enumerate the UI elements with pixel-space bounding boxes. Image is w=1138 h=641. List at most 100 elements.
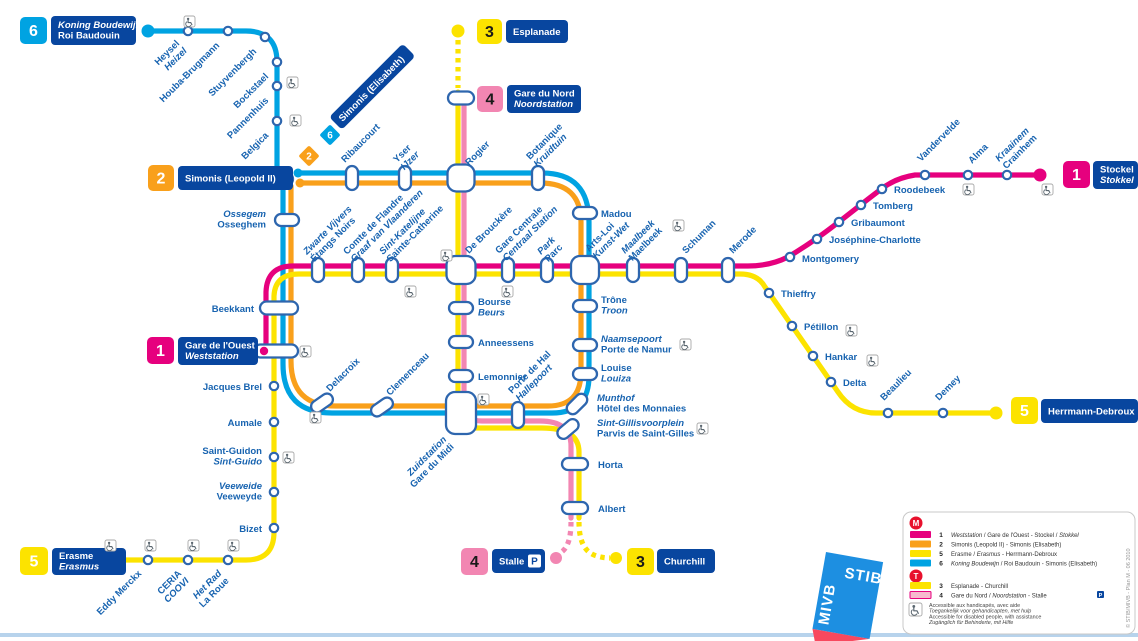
- wheelchair-head: [190, 541, 194, 545]
- legend-line-route: Koning Boudewijn / Roi Baudouin - Simoni…: [951, 562, 1097, 568]
- legend-line-number: 1: [939, 532, 943, 539]
- accessibility-icon: [866, 354, 879, 367]
- legend-line-route: Gare du Nord / Noordstation - Stalle: [951, 594, 1047, 600]
- wheelchair-body: [286, 455, 292, 462]
- wheelchair-wheel: [185, 21, 192, 28]
- legend-swatch-4: [909, 591, 932, 599]
- svg-text:Saint-Guidon: Saint-Guidon: [202, 446, 262, 457]
- line-number-box-gare-de-l-ouest: [147, 337, 174, 364]
- station-label-ribaucourt: Ribaucourt: [339, 121, 383, 165]
- station-montgomery: [784, 251, 796, 263]
- metro-line-tram-3-churchill-dashed: [576, 521, 611, 561]
- legend-swatch-6: [910, 559, 931, 567]
- line-number-simonis-leopold: 2: [157, 171, 166, 188]
- wheelchair-wheel: [284, 457, 291, 464]
- line-number-erasme: 5: [30, 554, 39, 571]
- wheelchair-body: [870, 358, 876, 365]
- svg-text:Delacroix: Delacroix: [324, 356, 363, 395]
- terminus-name-esplanade: Esplanade: [513, 27, 561, 38]
- terminus-name-gare-du-nord: Gare du Nord: [514, 89, 575, 100]
- terminus-name-erasme: Erasmus: [59, 562, 99, 573]
- station-beekkant: [258, 300, 300, 316]
- accessibility-icon: [672, 219, 685, 232]
- svg-text:Hankar: Hankar: [825, 352, 858, 363]
- wheelchair-head: [312, 413, 316, 417]
- wheelchair-wheel: [291, 120, 298, 127]
- wheelchair-head: [699, 424, 703, 428]
- accessibility-icon-frame: [289, 114, 302, 127]
- station-jacques-brel: [268, 380, 280, 392]
- legend-accessibility-icon: [908, 602, 923, 617]
- svg-text:Naamsepoort: Naamsepoort: [601, 334, 663, 345]
- accessibility-icon-frame: [299, 345, 312, 358]
- wheelchair-wheel: [311, 417, 318, 424]
- station-munthof: [565, 392, 589, 416]
- svg-text:Pétillon: Pétillon: [804, 322, 839, 333]
- station-anneessens: [447, 334, 475, 350]
- station-hankar: [807, 350, 819, 362]
- wheelchair-wheel: [698, 428, 705, 435]
- simonis-elisabeth-badge: Simonis (Elisabeth): [330, 45, 414, 129]
- wheelchair-head: [230, 541, 234, 545]
- accessibility-icon-frame: [1041, 183, 1054, 196]
- accessibility-icon: [404, 285, 417, 298]
- wheelchair-wheel: [964, 189, 971, 196]
- wheelchair-wheel: [868, 360, 875, 367]
- svg-text:Joséphine-Charlotte: Joséphine-Charlotte: [829, 235, 921, 246]
- station-label-beekkant: Beekkant: [212, 304, 255, 315]
- line-diamond-box-6: [320, 125, 340, 145]
- legend-line-number: 3: [939, 583, 943, 590]
- svg-text:Anneessens: Anneessens: [478, 338, 534, 349]
- terminus-name-stockel: Stockel: [1100, 165, 1134, 176]
- terminus-name-simonis-leopold: Simonis (Leopold II): [185, 174, 276, 185]
- accessibility-icon-frame: [227, 539, 240, 552]
- station-label-delacroix: Delacroix: [324, 356, 363, 395]
- station-label-josephine-charlotte: Joséphine-Charlotte: [829, 235, 921, 246]
- line-number-box-stalle: [461, 548, 488, 575]
- parking-icon-letter: P: [531, 557, 538, 568]
- station-label-beaulieu: Beaulieu: [878, 367, 914, 403]
- legend-swatch-5: [910, 550, 931, 557]
- wheelchair-body: [293, 118, 299, 125]
- wheelchair-head: [848, 326, 852, 330]
- wheelchair-body: [849, 328, 855, 335]
- svg-text:Ossegem: Ossegem: [223, 209, 266, 220]
- station-label-merode: Merode: [727, 224, 759, 256]
- wheelchair-wheel: [146, 545, 153, 552]
- station-yser: [397, 164, 413, 192]
- wheelchair-wheel: [910, 609, 918, 616]
- svg-text:Beekkant: Beekkant: [212, 304, 255, 315]
- station-label-horta: Horta: [598, 460, 624, 471]
- legend-swatch-3: [910, 582, 931, 589]
- station-tomberg: [855, 199, 867, 211]
- wheelchair-head: [675, 221, 679, 225]
- wheelchair-head: [480, 395, 484, 399]
- wheelchair-body: [676, 223, 682, 230]
- wheelchair-wheel: [503, 291, 510, 298]
- station-gare-du-midi: [444, 390, 478, 436]
- station-bizet: [268, 522, 280, 534]
- station-ribaucourt: [344, 164, 360, 192]
- metro-line-1: [263, 172, 1043, 355]
- wheelchair-head: [302, 347, 306, 351]
- svg-text:Belgica: Belgica: [239, 130, 271, 162]
- station-demey: [937, 407, 949, 419]
- station-label-hankar: Hankar: [825, 352, 858, 363]
- station-label-jacques-brel: Jacques Brel: [203, 382, 262, 393]
- accessibility-icon: [227, 539, 240, 552]
- accessibility-icon-frame: [144, 539, 157, 552]
- accessibility-icon-frame: [440, 249, 453, 262]
- wheelchair-wheel: [681, 344, 688, 351]
- wheelchair-head: [147, 541, 151, 545]
